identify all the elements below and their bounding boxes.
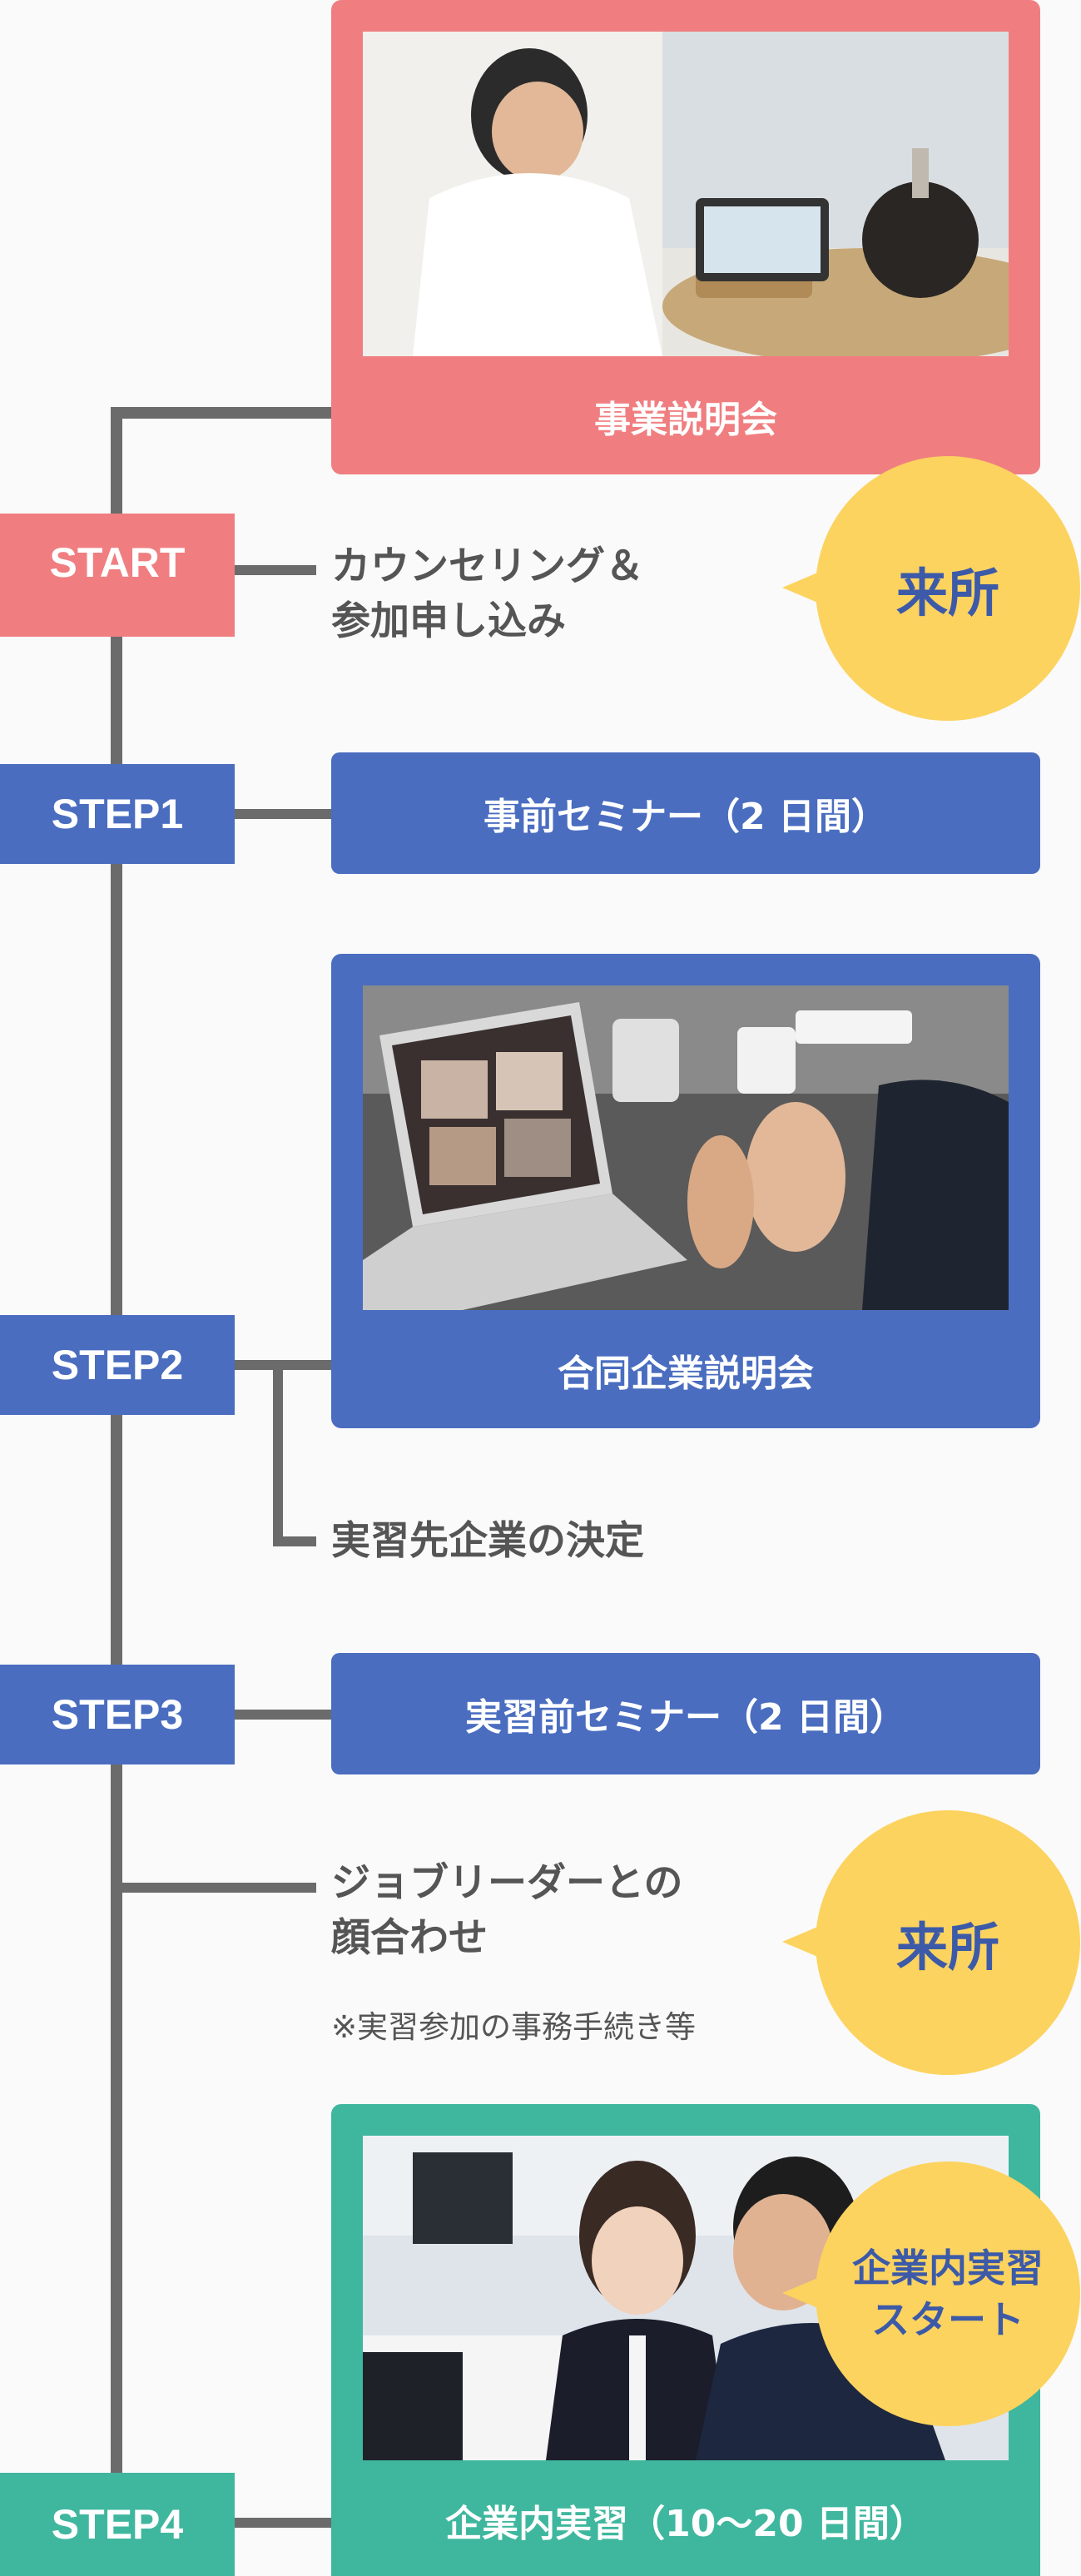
visit-bubble-1-text: 来所 xyxy=(895,563,999,623)
step1-label: STEP1 xyxy=(0,764,235,864)
internship-start-bubble-line1: 企業内実習 xyxy=(852,2246,1044,2291)
step3-label: STEP3 xyxy=(0,1665,235,1764)
connector-counseling xyxy=(233,565,316,575)
pre-seminar-bar: 事前セミナー（2 日間） xyxy=(331,752,1040,874)
connector-step4 xyxy=(233,2518,331,2528)
step4-label: STEP4 xyxy=(0,2473,235,2576)
joint-session-caption: 合同企業説明会 xyxy=(558,1353,814,1395)
meeting-note: ※実習参加の事務手続き等 xyxy=(331,2009,697,2045)
pre-training-seminar-bar: 実習前セミナー（2 日間） xyxy=(331,1653,1040,1774)
connector-decision xyxy=(273,1536,316,1546)
visit-bubble-2-text: 来所 xyxy=(895,1917,999,1978)
counseling-text: カウンセリング＆ 参加申し込み xyxy=(331,539,644,649)
internship-start-bubble-tail xyxy=(782,2275,826,2311)
visit-bubble-1-tail xyxy=(782,569,826,606)
visit-bubble-2-tail xyxy=(782,1923,826,1960)
counseling-line1: カウンセリング＆ xyxy=(331,543,644,589)
connector-step3 xyxy=(233,1710,331,1720)
meeting-text: ジョブリーダーとの 顔合わせ xyxy=(331,1856,683,1966)
connector-decision-vertical xyxy=(273,1365,283,1546)
visit-bubble-2: 来所 xyxy=(782,1810,1080,2075)
start-label: START xyxy=(0,514,235,637)
meeting-line2: 顔合わせ xyxy=(331,1915,488,1961)
step2-label: STEP2 xyxy=(0,1315,235,1415)
step2-label-text: STEP2 xyxy=(51,1342,184,1388)
info-session-photo xyxy=(363,32,1009,356)
connector-meeting xyxy=(117,1883,316,1893)
step4-label-text: STEP4 xyxy=(51,2501,184,2548)
timeline-vertical-line xyxy=(111,408,122,2497)
decision-text: 実習先企業の決定 xyxy=(331,1518,644,1564)
pre-training-seminar-label: 実習前セミナー（2 日間） xyxy=(465,1696,906,1739)
pre-seminar-label: 事前セミナー（2 日間） xyxy=(483,796,888,838)
joint-session-card: 合同企業説明会 xyxy=(331,954,1040,1428)
step3-label-text: STEP3 xyxy=(51,1691,184,1738)
info-session-card: 事業説明会 xyxy=(331,0,1040,474)
joint-session-photo xyxy=(363,985,1009,1310)
meeting-line1: ジョブリーダーとの xyxy=(331,1860,683,1906)
internship-caption: 企業内実習（10〜20 日間） xyxy=(445,2503,926,2545)
internship-start-bubble-line2: スタート xyxy=(871,2297,1024,2342)
visit-bubble-1: 来所 xyxy=(782,456,1080,721)
connector-info-session xyxy=(111,407,331,419)
start-label-text: START xyxy=(49,539,186,586)
step1-label-text: STEP1 xyxy=(51,791,184,837)
info-session-caption: 事業説明会 xyxy=(594,399,777,441)
connector-step1 xyxy=(233,809,331,819)
counseling-line2: 参加申し込み xyxy=(331,598,566,644)
internship-start-bubble: 企業内実習 スタート xyxy=(782,2162,1080,2426)
